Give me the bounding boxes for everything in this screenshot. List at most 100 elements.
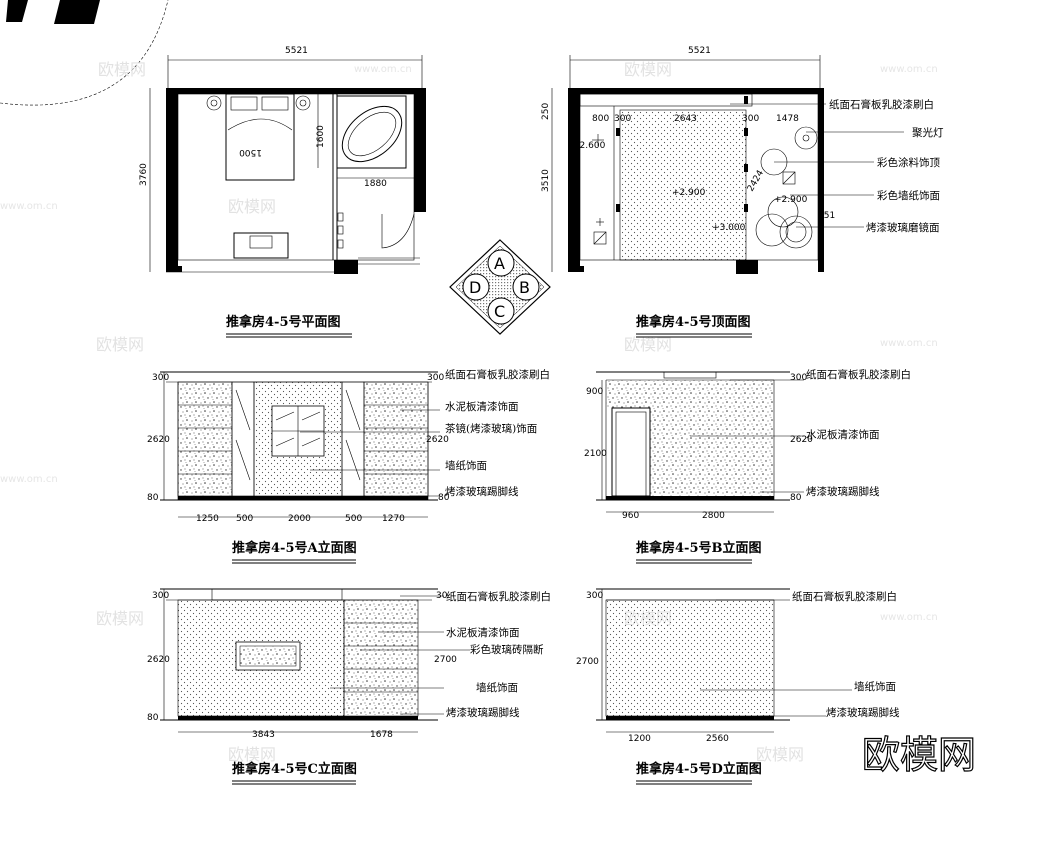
ceiling-plan: 5521 250 3510 800 300 2643 300 1478 +2.6…: [541, 46, 944, 338]
elev-c-h-bottom: 80: [147, 713, 159, 723]
ceiling-dotted-field: [619, 109, 747, 261]
elev-c-label-3: 彩色玻璃砖隔断: [470, 643, 544, 656]
ceiling-level-1: +2.600: [572, 141, 606, 151]
elev-d-label-1: 纸面石膏板乳胶漆刷白: [792, 590, 897, 603]
ceiling-label-2: 聚光灯: [912, 126, 944, 139]
compass-b: B: [519, 278, 530, 297]
elev-a-h-right: 2620: [426, 435, 449, 445]
ceiling-label-5: 烤漆玻璃磨镜面: [866, 221, 940, 234]
plan-title: 推拿房4-5号平面图: [226, 314, 341, 330]
elev-c-w-1: 3843: [252, 730, 275, 740]
wm-3: 欧模网: [228, 197, 276, 216]
elev-b-w-2: 2800: [702, 511, 725, 521]
ceiling-level-2: +2.900: [672, 188, 706, 198]
elev-a-label-5: 烤漆玻璃踢脚线: [445, 485, 519, 498]
elev-a-w-2: 500: [236, 514, 253, 524]
elev-a-h-bottom-right: 80: [438, 493, 450, 503]
corner-arc: [0, 0, 169, 106]
tub-height: 1600: [316, 125, 326, 148]
elev-c-label-4: 墙纸饰面: [476, 681, 518, 694]
plan-height-dim: 3760: [139, 163, 149, 186]
ceiling-level-4: +2.900: [774, 195, 808, 205]
elev-c-label-5: 烤漆玻璃踢脚线: [446, 706, 520, 719]
elev-a-w-1: 1250: [196, 514, 219, 524]
ceiling-label-4: 彩色墙纸饰面: [877, 189, 940, 202]
elev-b-wall-field: [650, 380, 774, 496]
wm-5: 欧模网: [624, 335, 672, 354]
elev-b-label-1: 纸面石膏板乳胶漆刷白: [806, 368, 911, 381]
brand-watermark: 欧模网: [862, 733, 976, 777]
elev-d-w-2: 2560: [706, 734, 729, 744]
wm-8: 欧模网: [228, 745, 276, 764]
wm-1: 欧模网: [98, 60, 146, 79]
ceiling-h-main: 3510: [541, 169, 551, 192]
wm-site-5: www.om.cn: [0, 474, 58, 485]
wm-9: 欧模网: [756, 745, 804, 764]
elev-d-label-3: 烤漆玻璃踢脚线: [826, 706, 900, 719]
ceiling-d5: 1478: [776, 114, 799, 124]
ceiling-label-1: 纸面石膏板乳胶漆刷白: [829, 98, 934, 111]
bed-width: 1500: [239, 147, 262, 157]
elev-c-h-main: 2620: [147, 655, 170, 665]
elev-c-glass-block: [343, 599, 419, 717]
wm-site-1: www.om.cn: [354, 64, 412, 75]
elev-d-h-top: 300: [586, 591, 603, 601]
compass-a: A: [494, 254, 505, 273]
elev-b-label-3: 烤漆玻璃踢脚线: [806, 485, 880, 498]
compass-d: D: [469, 278, 481, 297]
elev-b-h-top-right: 300: [790, 373, 807, 383]
elev-b-h-main: 2100: [584, 449, 607, 459]
elev-d-label-2: 墙纸饰面: [854, 680, 896, 693]
elev-a-h-top-right: 300: [427, 373, 444, 383]
elev-c-h-top: 300: [152, 591, 169, 601]
elev-d-w-1: 1200: [628, 734, 651, 744]
ceiling-circ-2: 651: [818, 211, 835, 221]
elev-c-w-2: 1678: [370, 730, 393, 740]
elev-a-panel-right: [363, 381, 429, 497]
elevation-b: 900 2100 300 2620 80 960 2800 纸面石膏板乳胶漆刷白…: [584, 368, 911, 564]
wm-2: 欧模网: [624, 60, 672, 79]
elevation-compass: A B C D: [449, 239, 551, 335]
elev-a-h-bottom: 80: [147, 493, 159, 503]
elevation-d: 300 2700 1200 2560 纸面石膏板乳胶漆刷白 墙纸饰面 烤漆玻璃踢…: [576, 588, 900, 785]
elev-b-title: 推拿房4-5号B立面图: [636, 540, 761, 556]
ceiling-level-3: +3.000: [712, 223, 746, 233]
ceiling-d2: 300: [614, 114, 631, 124]
ceiling-d3: 2643: [674, 114, 697, 124]
ceiling-circ-1: 2424: [746, 168, 766, 193]
elev-a-w-3: 2000: [288, 514, 311, 524]
ceiling-width-dim: 5521: [688, 46, 711, 56]
compass-c: C: [494, 302, 505, 321]
elev-d-h-main: 2700: [576, 657, 599, 667]
elev-c-title: 推拿房4-5号C立面图: [232, 761, 357, 777]
plan-width-dim: 5521: [285, 46, 308, 56]
ceiling-title: 推拿房4-5号顶面图: [636, 314, 751, 330]
elev-a-w-5: 1270: [382, 514, 405, 524]
elev-d-wallpaper: [605, 599, 775, 717]
elev-a-label-3: 茶镜(烤漆玻璃)饰面: [445, 422, 537, 435]
elev-c-label-1: 纸面石膏板乳胶漆刷白: [446, 590, 551, 603]
elev-a-label-1: 纸面石膏板乳胶漆刷白: [445, 368, 550, 381]
ceiling-d4: 300: [742, 114, 759, 124]
elev-b-h-right: 2620: [790, 435, 813, 445]
floor-plan: 5521 3760 1500 1600 1880: [139, 46, 426, 338]
elev-a-title: 推拿房4-5号A立面图: [232, 540, 357, 556]
elev-b-w-1: 960: [622, 511, 639, 521]
elevation-a: 300 2620 80 300 2620 80 1250 500 2000 50…: [147, 368, 550, 564]
wm-site-2: www.om.cn: [880, 64, 938, 75]
elev-b-upper-field: [606, 380, 650, 408]
elev-c-h-right: 2700: [434, 655, 457, 665]
wm-4: 欧模网: [96, 335, 144, 354]
elev-b-h-bottom-right: 80: [790, 493, 802, 503]
elev-d-title: 推拿房4-5号D立面图: [636, 761, 762, 777]
elev-a-h-top: 300: [152, 373, 169, 383]
elev-a-label-4: 墙纸饰面: [445, 459, 487, 472]
elev-a-w-4: 500: [345, 514, 362, 524]
elev-b-label-2: 水泥板清漆饰面: [806, 428, 880, 441]
wm-site-6: www.om.cn: [880, 612, 938, 623]
elev-c-label-2: 水泥板清漆饰面: [446, 626, 520, 639]
elev-a-h-main: 2620: [147, 435, 170, 445]
elev-a-panel-left: [177, 381, 233, 497]
elev-a-label-2: 水泥板清漆饰面: [445, 400, 519, 413]
